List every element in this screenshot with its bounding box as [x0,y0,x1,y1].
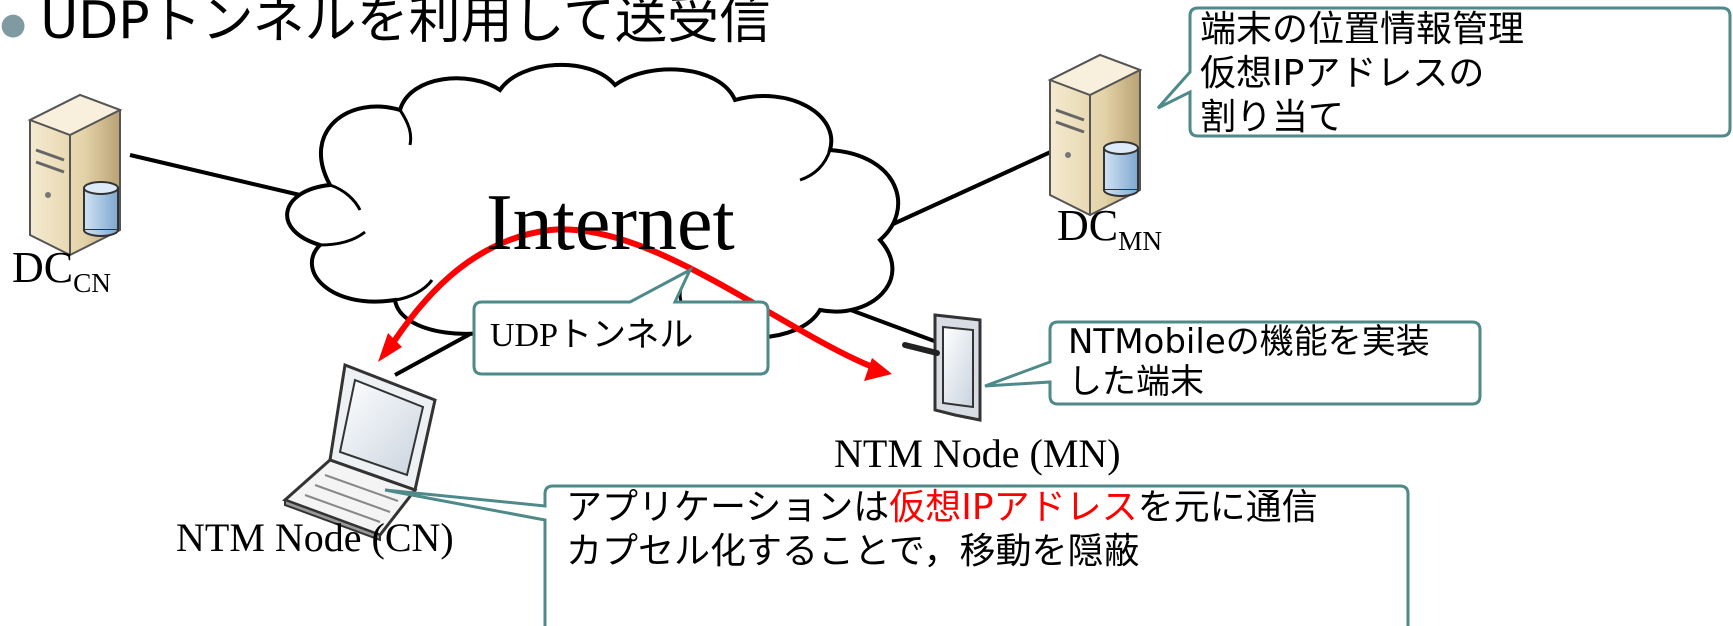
cn-laptop-icon [282,362,437,542]
mn-tablet-icon [902,313,982,422]
cn-node-label: NTM Node (CN) [176,515,454,560]
dc-cn-label-base: DC [12,243,74,292]
bullet-icon: ● [0,6,27,42]
mn-callout-text: NTMobileの機能を実装 した端末 [1068,322,1430,402]
link-cloud-dcmn [879,148,1056,232]
dc-cn-server-icon [27,93,123,257]
internet-label: Internet [486,179,735,267]
tunnel-callout-text: UDPトンネル [490,317,694,354]
dc-cn-label-sub: CN [73,267,112,298]
dc-mn-label-base: DC [1057,201,1119,250]
tunnel-callout-bubble [472,266,770,376]
mn-node-label: NTM Node (MN) [834,431,1121,476]
mn-callout-bubble [984,320,1482,406]
dcmn-callout-line-3: 割り当て [1200,97,1345,138]
link-dccn-cloud [129,153,301,197]
mn-callout-line-1: NTMobileの機能を実装 [1068,322,1430,362]
internet-cloud [285,62,901,345]
dcmn-callout-line-1: 端末の位置情報管理 [1200,9,1525,50]
dc-mn-label: DCMN [1057,200,1162,257]
dc-cn-label: DCCN [12,242,111,299]
app-callout-bubble [384,484,1410,626]
mn-callout-line-2: した端末 [1068,362,1204,402]
app-callout-line-1: アプリケーションは仮想IPアドレスを元に通信 [566,486,1318,530]
arrowhead-mn [864,358,892,381]
dcmn-callout-text: 端末の位置情報管理 仮想IPアドレスの 割り当て [1200,8,1524,140]
slide-title: ● UDPトンネルを利用して送受信 [0,0,771,53]
arrowhead-cn [378,333,402,362]
dcmn-callout-bubble [1156,6,1732,138]
dc-mn-server-icon [1047,53,1143,217]
app-callout-highlight: 仮想IPアドレス [889,487,1138,528]
slide-title-text: UDPトンネルを利用して送受信 [40,0,772,51]
app-callout-line-2: カプセル化することで，移動を隠蔽 [566,531,1140,572]
dc-mn-label-sub: MN [1118,225,1163,256]
app-callout-suffix: を元に通信 [1137,487,1318,528]
app-callout-text: アプリケーションは仮想IPアドレスを元に通信 カプセル化することで，移動を隠蔽 [566,486,1318,574]
app-callout-prefix: アプリケーションは [566,487,890,528]
dcmn-callout-line-2: 仮想IPアドレスの [1200,53,1485,94]
udp-tunnel-arrow [378,226,892,381]
